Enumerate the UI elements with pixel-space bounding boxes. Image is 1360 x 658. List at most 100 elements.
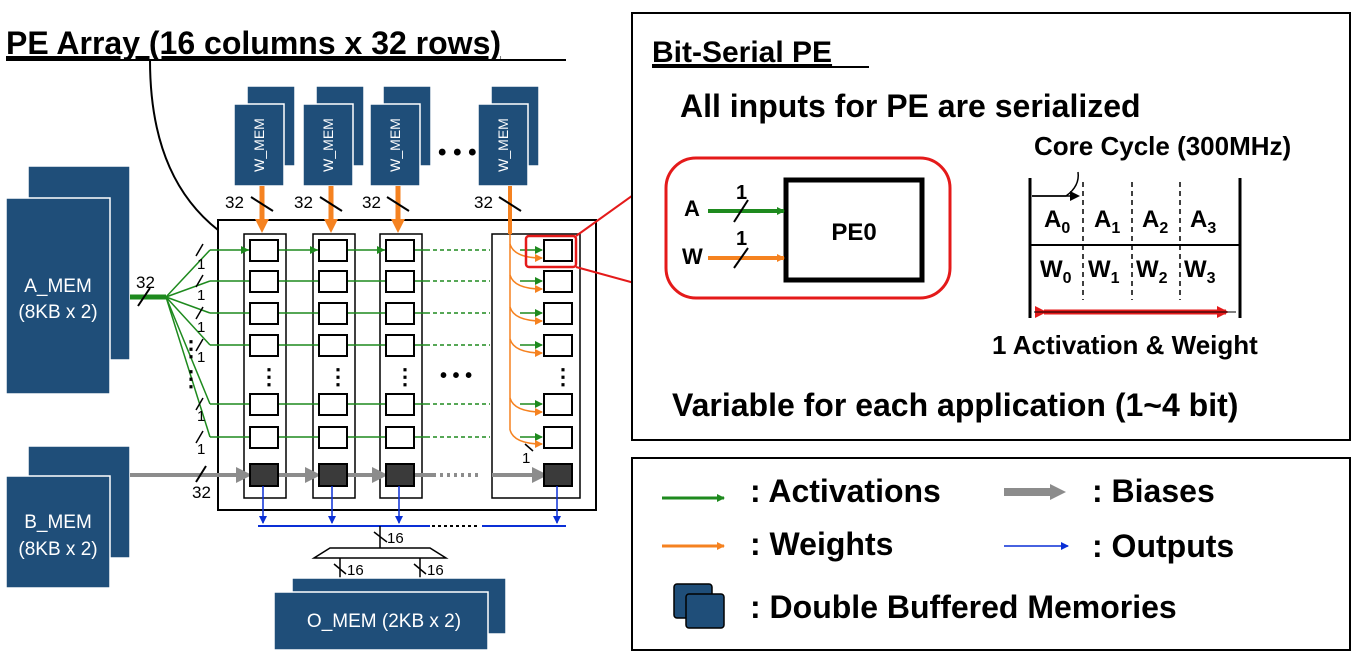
legend-outputs: : Outputs <box>1092 528 1234 564</box>
weight-fan <box>509 234 543 448</box>
pe-cell <box>385 302 415 325</box>
weight-cell-0: W0 <box>1040 256 1072 287</box>
activation-row-widths: 1 1 1 1 1 1 <box>195 243 205 458</box>
pe-cell <box>318 426 348 449</box>
act-cell-3: A3 <box>1190 206 1216 237</box>
a-mem-size: (8KB x 2) <box>18 302 97 323</box>
fanout-vdots: ⋮ <box>180 366 202 391</box>
w-mem-last-label: W_MEM <box>495 118 511 172</box>
pe0-block <box>783 177 925 283</box>
pe-input-a-slash <box>733 199 749 223</box>
activation-fanout <box>165 249 211 438</box>
a-mem-bus-slash <box>137 287 151 307</box>
pe-array-frame <box>217 219 597 511</box>
pe-cell <box>318 393 348 416</box>
bias-pe-cell <box>385 463 415 487</box>
act-cell-2: A2 <box>1142 206 1168 237</box>
weight-fan-slash <box>524 443 534 452</box>
act-width-2: 1 <box>197 287 205 304</box>
w-mem-2-width: 32 <box>294 193 313 212</box>
pe-cell <box>249 334 279 357</box>
bitserial-subtitle: All inputs for PE are serialized <box>680 88 1141 124</box>
pe-cell <box>385 239 415 262</box>
legend-panel <box>631 457 1351 651</box>
output-arrows <box>258 486 566 527</box>
pe-cell <box>385 393 415 416</box>
a-mem-block: A_MEM (8KB x 2) <box>5 165 131 395</box>
w-mem-1-width: 32 <box>225 193 244 212</box>
w-mem-3-width: 32 <box>362 193 381 212</box>
legend-memory-icon <box>673 583 725 629</box>
pe-input-w-width: 1 <box>736 228 747 250</box>
array-title: PE Array (16 columns x 32 rows) <box>6 25 501 61</box>
mux-left-width: 16 <box>347 562 364 579</box>
weight-fan-width: 1 <box>522 450 530 467</box>
act-width-3: 1 <box>197 319 205 336</box>
pe-column-3 <box>379 233 423 499</box>
pe-cell <box>543 270 573 293</box>
pe-cell <box>385 334 415 357</box>
w-mem-3: W_MEM <box>369 85 432 187</box>
legend-double-buffered: : Double Buffered Memories <box>750 589 1177 625</box>
legend-biases: : Biases <box>1092 473 1215 509</box>
b-mem-bus-width: 32 <box>192 483 211 502</box>
pe-input-a: A <box>684 196 700 221</box>
act-cell-1: A1 <box>1094 206 1120 237</box>
w-mem-ellipsis: • • • <box>438 139 477 166</box>
output-bus-slash <box>373 531 388 543</box>
bias-bus-slash <box>195 465 207 483</box>
pe-cell <box>318 270 348 293</box>
act-width-4: 1 <box>197 349 205 366</box>
bias-pe-cell <box>318 463 348 487</box>
pe-cell <box>249 270 279 293</box>
output-bus-width: 16 <box>387 530 404 547</box>
column-1-vdots: ⋮ <box>258 364 280 389</box>
weight-buses <box>255 186 512 234</box>
w-mem-2-label: W_MEM <box>320 118 336 172</box>
pe-input-w-slash <box>733 247 749 269</box>
b-mem-block: B_MEM (8KB x 2) <box>5 445 131 589</box>
pe-cell <box>249 239 279 262</box>
bias-pe-cells <box>249 463 573 487</box>
bias-pe-cell <box>249 463 279 487</box>
pe-column-2 <box>312 233 356 499</box>
a-mem-name: A_MEM <box>24 276 92 297</box>
columns-ellipsis: • • • <box>440 365 472 387</box>
timing-diagram <box>1028 178 1242 318</box>
pe-cell <box>249 393 279 416</box>
column-3-vdots: ⋮ <box>394 364 416 389</box>
pe-input-a-width: 1 <box>736 182 747 204</box>
a-mem-bus-width: 32 <box>136 273 155 292</box>
act-width-6: 1 <box>197 441 205 458</box>
pe-cell <box>385 270 415 293</box>
pe-cell <box>543 334 573 357</box>
o-mem-block: O_MEM (2KB x 2) <box>273 577 507 651</box>
b-mem-size: (8KB x 2) <box>18 539 97 560</box>
bitserial-heading: Bit-Serial PE <box>652 36 832 69</box>
span-label: 1 Activation & Weight <box>992 330 1258 360</box>
bias-pe-cell <box>543 463 573 487</box>
output-demux <box>311 547 449 559</box>
pe-cell <box>543 393 573 416</box>
w-mem-1: W_MEM <box>233 85 296 187</box>
pe-cell <box>543 302 573 325</box>
w-mem-1-label: W_MEM <box>251 118 267 172</box>
w-mem-last: W_MEM <box>477 85 540 187</box>
pe-input-w: W <box>682 244 703 269</box>
pe-cell <box>249 426 279 449</box>
pe-cells <box>249 239 573 449</box>
core-cycle-label: Core Cycle (300MHz) <box>1034 131 1291 161</box>
pe-cell <box>543 239 573 262</box>
pe-cell <box>543 426 573 449</box>
pe-cell <box>249 302 279 325</box>
legend-activations: : Activations <box>750 473 941 509</box>
pe-cell <box>318 302 348 325</box>
mux-left-slash <box>333 563 347 575</box>
title-pointer-line <box>149 59 219 231</box>
legend-weights: : Weights <box>750 526 893 562</box>
pe0-label: PE0 <box>831 219 876 246</box>
act-width-1: 1 <box>197 256 205 273</box>
pe-cell <box>318 334 348 357</box>
column-2-vdots: ⋮ <box>327 364 349 389</box>
